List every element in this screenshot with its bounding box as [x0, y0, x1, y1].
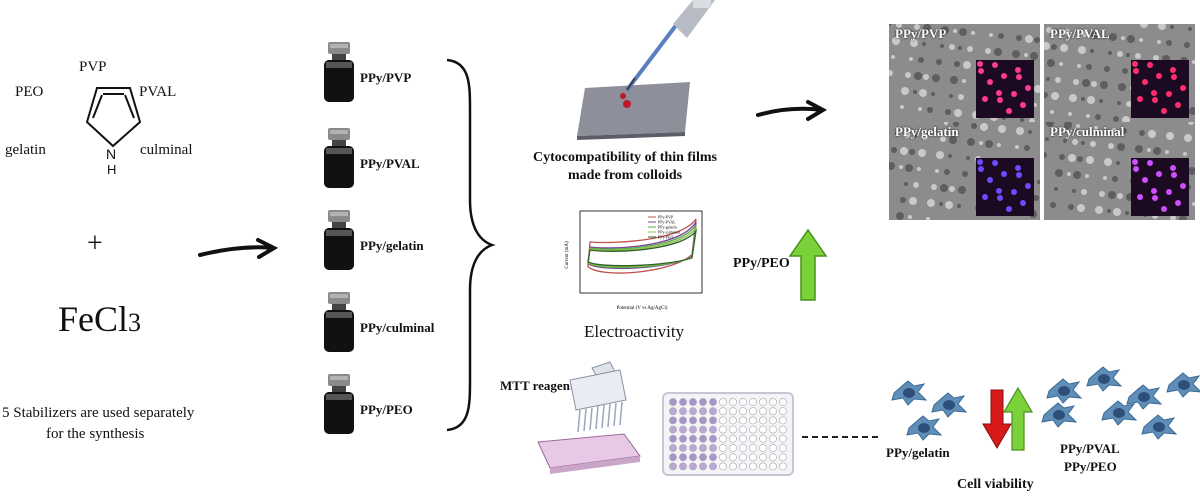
cv-curve: [587, 224, 697, 269]
sem-image: PPy/gelatin: [889, 122, 1040, 220]
mtt-high-line2: PPy/PEO: [1064, 459, 1117, 474]
vial-label: PPy/PVAL: [360, 156, 420, 171]
vial: [322, 374, 356, 436]
well-plate-96: [662, 392, 794, 476]
fluorescence-inset: [976, 60, 1034, 118]
cv-curve: [587, 218, 697, 274]
electroactivity-result: PPy/PEO: [733, 256, 790, 271]
vial-icon: [324, 210, 354, 270]
cell-icon: [891, 380, 928, 406]
fecl3-formula: FeCl3: [58, 298, 141, 340]
green-up-arrow-viability: [1002, 386, 1034, 451]
cell-icon: [931, 392, 968, 418]
cell-icon: [906, 415, 943, 441]
vial-icon: [324, 292, 354, 352]
cytocompatibility-line1: Cytocompatibility of thin films: [533, 150, 717, 165]
sem-image: PPy/PVP: [889, 24, 1040, 122]
vial: [322, 128, 356, 190]
pyrrole-n-label: N: [106, 146, 117, 162]
fluorescence-inset: [1131, 60, 1189, 118]
stabilizer-pval: PVAL: [139, 84, 177, 100]
stabilizer-pvp: PVP: [79, 59, 107, 75]
fluorescence-inset: [976, 158, 1034, 216]
multichannel-pipette: [537, 361, 641, 474]
vial-label: PPy/PEO: [360, 402, 413, 417]
sem-image-title: PPy/gelatin: [895, 124, 959, 139]
stabilizer-culminal: culminal: [140, 142, 193, 158]
fecl3-base: FeCl: [58, 299, 129, 339]
cv-legend: PPy-PVPPPy-PVALPPy-gelatinPPy-culminalPP…: [648, 215, 681, 240]
cell-icon: [1086, 366, 1123, 392]
cv-plot-ylabel: Current (mA): [565, 241, 570, 269]
pyrrole-structure: [85, 87, 142, 148]
synthesis-arrow: [198, 238, 279, 259]
cv-curve: [587, 227, 697, 268]
synthesis-caption-line2: for the synthesis: [46, 426, 145, 442]
red-down-arrow-viability: [982, 389, 1012, 449]
vial-icon: [324, 128, 354, 188]
cv-legend-entry: PPy-PVP: [658, 215, 674, 220]
cv-legend-entry: PPy-PEO: [658, 235, 673, 240]
to-sem-arrow: [756, 100, 828, 121]
sem-image-title: PPy/culminal: [1050, 124, 1125, 139]
cv-legend-entry: PPy-gelatin: [658, 225, 677, 230]
cv-curves: [587, 218, 698, 274]
vials-curly-brace: [446, 58, 496, 432]
fecl3-subscript: 3: [128, 308, 142, 337]
mtt-low-label: PPy/gelatin: [886, 445, 950, 460]
vial: [322, 42, 356, 104]
cv-curve: [587, 221, 697, 270]
stabilizer-gelatin: gelatin: [5, 142, 46, 158]
cytocompatibility-line2: made from colloids: [568, 168, 683, 183]
cell-icon: [1041, 402, 1078, 428]
vial-label: PPy/culminal: [360, 320, 435, 335]
cv-plot-xlabel: Potential (V vs Ag/AgCl): [617, 306, 668, 311]
sem-image-title: PPy/PVP: [895, 26, 947, 41]
well-grid: [669, 398, 787, 471]
sem-image-title: PPy/PVAL: [1050, 26, 1110, 41]
cv-legend-entry: PPy-PVAL: [658, 220, 676, 225]
mtt-reagent-label: MTT reagent: [500, 378, 575, 393]
vial: [322, 292, 356, 354]
cell-icon: [1046, 378, 1083, 404]
cell-icon: [1141, 414, 1178, 440]
vial-label: PPy/gelatin: [360, 238, 424, 253]
electroactivity-label: Electroactivity: [584, 322, 685, 341]
cv-plot: Potential (V vs Ag/AgCl) Current (mA) PP…: [565, 210, 703, 311]
thin-film-slide: [577, 0, 715, 140]
cell-icon: [1101, 400, 1138, 426]
vial: [322, 210, 356, 272]
pyrrole-h-label: H: [107, 162, 117, 177]
mtt-high-line1: PPy/PVAL: [1060, 441, 1120, 456]
vial-label: PPy/PVP: [360, 70, 412, 85]
cv-curve: [587, 228, 698, 267]
sem-image: PPy/culminal: [1044, 122, 1195, 220]
green-up-arrow-electroactivity: [788, 228, 828, 301]
vial-icon: [324, 374, 354, 434]
cell-viability-label: Cell viability: [957, 477, 1034, 492]
sem-image: PPy/PVAL: [1044, 24, 1195, 122]
cell-icon: [1126, 384, 1163, 410]
cell-icon: [1166, 372, 1200, 398]
stabilizer-peo: PEO: [15, 84, 44, 100]
cv-legend-entry: PPy-culminal: [658, 230, 681, 235]
synthesis-caption-line1: 5 Stabilizers are used separately: [2, 405, 195, 421]
fluorescence-inset: [1131, 158, 1189, 216]
vial-icon: [324, 42, 354, 102]
plus-sign: +: [87, 228, 103, 259]
